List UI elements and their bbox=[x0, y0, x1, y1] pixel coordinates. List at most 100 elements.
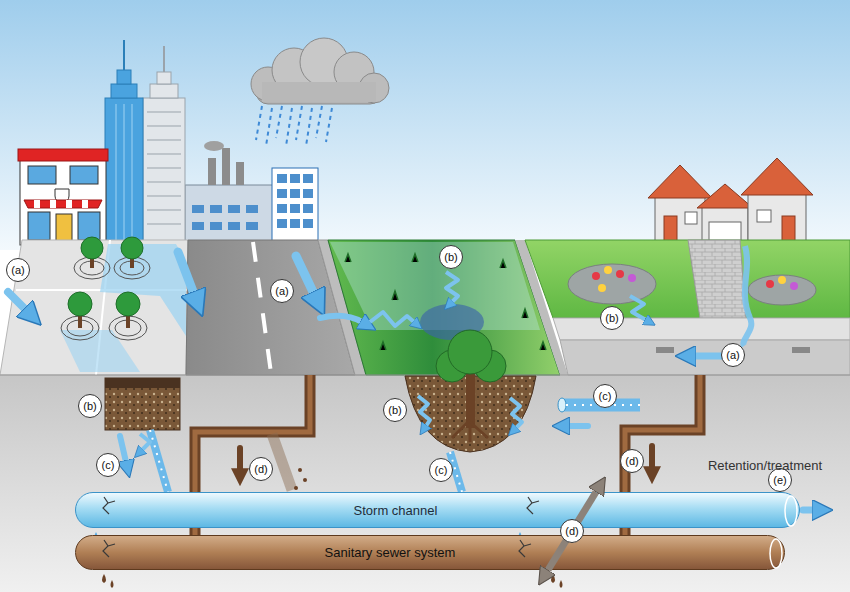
exchange-arrow bbox=[548, 492, 596, 570]
runoff-arrows-part bbox=[120, 436, 126, 462]
bioswale-surface-part-part bbox=[392, 291, 398, 300]
houses-part bbox=[648, 165, 712, 198]
residential-lawn-part bbox=[656, 347, 674, 353]
residential-lawn-part-part bbox=[790, 282, 798, 290]
rain-cloud bbox=[251, 38, 389, 146]
bioswale-soil-part-part bbox=[469, 426, 472, 442]
city-buildings-part-part bbox=[290, 204, 300, 213]
pipe-detail bbox=[76, 493, 801, 529]
bioswale-soil-part-part bbox=[452, 420, 470, 438]
runoff-arrows-part bbox=[178, 252, 194, 294]
houses-part bbox=[697, 184, 753, 208]
city-buildings-part-part bbox=[147, 196, 181, 197]
sewer-laterals-part-part bbox=[294, 486, 298, 490]
callout-letter: (a) bbox=[11, 264, 24, 276]
plaza-surface-part bbox=[100, 244, 186, 336]
callout-letter: (d) bbox=[254, 463, 267, 475]
callout-circle: (b) bbox=[78, 394, 102, 418]
callout-circle: (b) bbox=[383, 398, 407, 422]
plaza-surface-part bbox=[68, 237, 143, 316]
city-buildings-part bbox=[20, 158, 106, 245]
city-buildings-part-part bbox=[228, 222, 240, 230]
city-buildings-part-part bbox=[147, 168, 181, 169]
city-buildings-part bbox=[147, 112, 181, 224]
city-buildings-part bbox=[204, 141, 224, 151]
city-buildings-part bbox=[272, 168, 318, 245]
residential-lawn-part bbox=[525, 240, 850, 318]
bioswale-soil-part bbox=[452, 420, 488, 442]
rain-cloud-part-part bbox=[296, 106, 302, 140]
pipe-crack bbox=[103, 497, 115, 514]
rain-cloud-part-part bbox=[306, 108, 312, 146]
city-buildings-part-part bbox=[290, 219, 300, 228]
city-buildings-part-part bbox=[246, 222, 258, 230]
city-buildings-part-part bbox=[246, 205, 258, 213]
exfiltration-arrows-part bbox=[649, 446, 655, 468]
pipe-crack bbox=[527, 497, 539, 514]
city-buildings-part bbox=[123, 40, 125, 70]
rain-cloud-part bbox=[262, 82, 376, 102]
city-buildings-part-part bbox=[228, 205, 240, 213]
residential-lawn-part bbox=[553, 318, 850, 340]
city-buildings-part-part bbox=[277, 219, 287, 228]
infiltration-zigzags-part bbox=[630, 296, 646, 320]
residential-lawn-part-part bbox=[592, 272, 600, 280]
annotation-box: Retention/treatment bbox=[708, 456, 822, 474]
callout-circle: (a) bbox=[6, 258, 30, 282]
leak-drips-part bbox=[102, 574, 106, 583]
callout-letter: (a) bbox=[275, 285, 288, 297]
plaza-surface-part-part bbox=[81, 237, 103, 259]
plaza-surface-part bbox=[61, 257, 150, 340]
rain-cloud-part-part bbox=[276, 106, 282, 138]
bioswale-surface-part bbox=[345, 254, 546, 350]
callout-letter: (d) bbox=[625, 455, 638, 467]
bioswale-soil-part-part bbox=[448, 330, 492, 374]
city-buildings-part bbox=[157, 72, 171, 84]
pipe-label: Storm channel bbox=[354, 503, 438, 518]
callout-letter: (c) bbox=[435, 464, 448, 476]
city-buildings bbox=[18, 40, 318, 245]
city-buildings-part bbox=[192, 205, 258, 230]
city-buildings-part-part bbox=[192, 222, 204, 230]
city-buildings-part-part bbox=[147, 126, 181, 127]
bioretention-cell-part bbox=[105, 378, 180, 430]
residential-lawn-part-part bbox=[778, 276, 786, 284]
bioswale-soil-part bbox=[436, 330, 506, 382]
runoff-arrows-part bbox=[568, 423, 588, 429]
callout-circle: (c) bbox=[593, 384, 617, 408]
city-buildings-part-part bbox=[116, 104, 117, 240]
residential-lawn bbox=[515, 240, 850, 375]
city-buildings-part-part bbox=[147, 154, 181, 155]
callout-circle: (d) bbox=[249, 457, 273, 481]
plaza-surface-part bbox=[16, 240, 187, 375]
city-buildings-part bbox=[163, 46, 165, 72]
callout-letter: (c) bbox=[599, 390, 612, 402]
pipe-band: Sanitary sewer system bbox=[75, 535, 785, 570]
infiltration-zigzags-part bbox=[510, 398, 522, 428]
surface-edge bbox=[0, 375, 850, 376]
leak-drips-part bbox=[560, 580, 563, 588]
plaza-surface-part-part bbox=[121, 237, 143, 259]
callout-circle: (c) bbox=[96, 453, 120, 477]
city-buildings-part-part bbox=[124, 104, 125, 240]
residential-lawn-part bbox=[560, 340, 850, 375]
houses-part bbox=[757, 210, 771, 222]
callout-circle: (c) bbox=[429, 458, 453, 482]
leak-drips-part bbox=[111, 580, 114, 588]
residential-lawn-part bbox=[792, 347, 810, 353]
residential-lawn-part-part bbox=[598, 284, 606, 292]
city-buildings-part-part bbox=[210, 222, 222, 230]
rain-cloud-part-part bbox=[256, 106, 262, 140]
pipe-label: Sanitary sewer system bbox=[325, 545, 456, 560]
rain-cloud-part-part bbox=[316, 106, 322, 138]
city-buildings-part-part bbox=[277, 174, 287, 183]
rain-cloud-part bbox=[256, 106, 332, 146]
city-buildings-part-part bbox=[147, 182, 181, 183]
residential-lawn-part-part bbox=[628, 274, 636, 282]
plaza-surface bbox=[0, 237, 188, 375]
city-buildings-part-part bbox=[290, 189, 300, 198]
city-buildings-part-part bbox=[147, 140, 181, 141]
city-buildings-part-part bbox=[147, 112, 181, 113]
houses-part bbox=[702, 206, 748, 245]
